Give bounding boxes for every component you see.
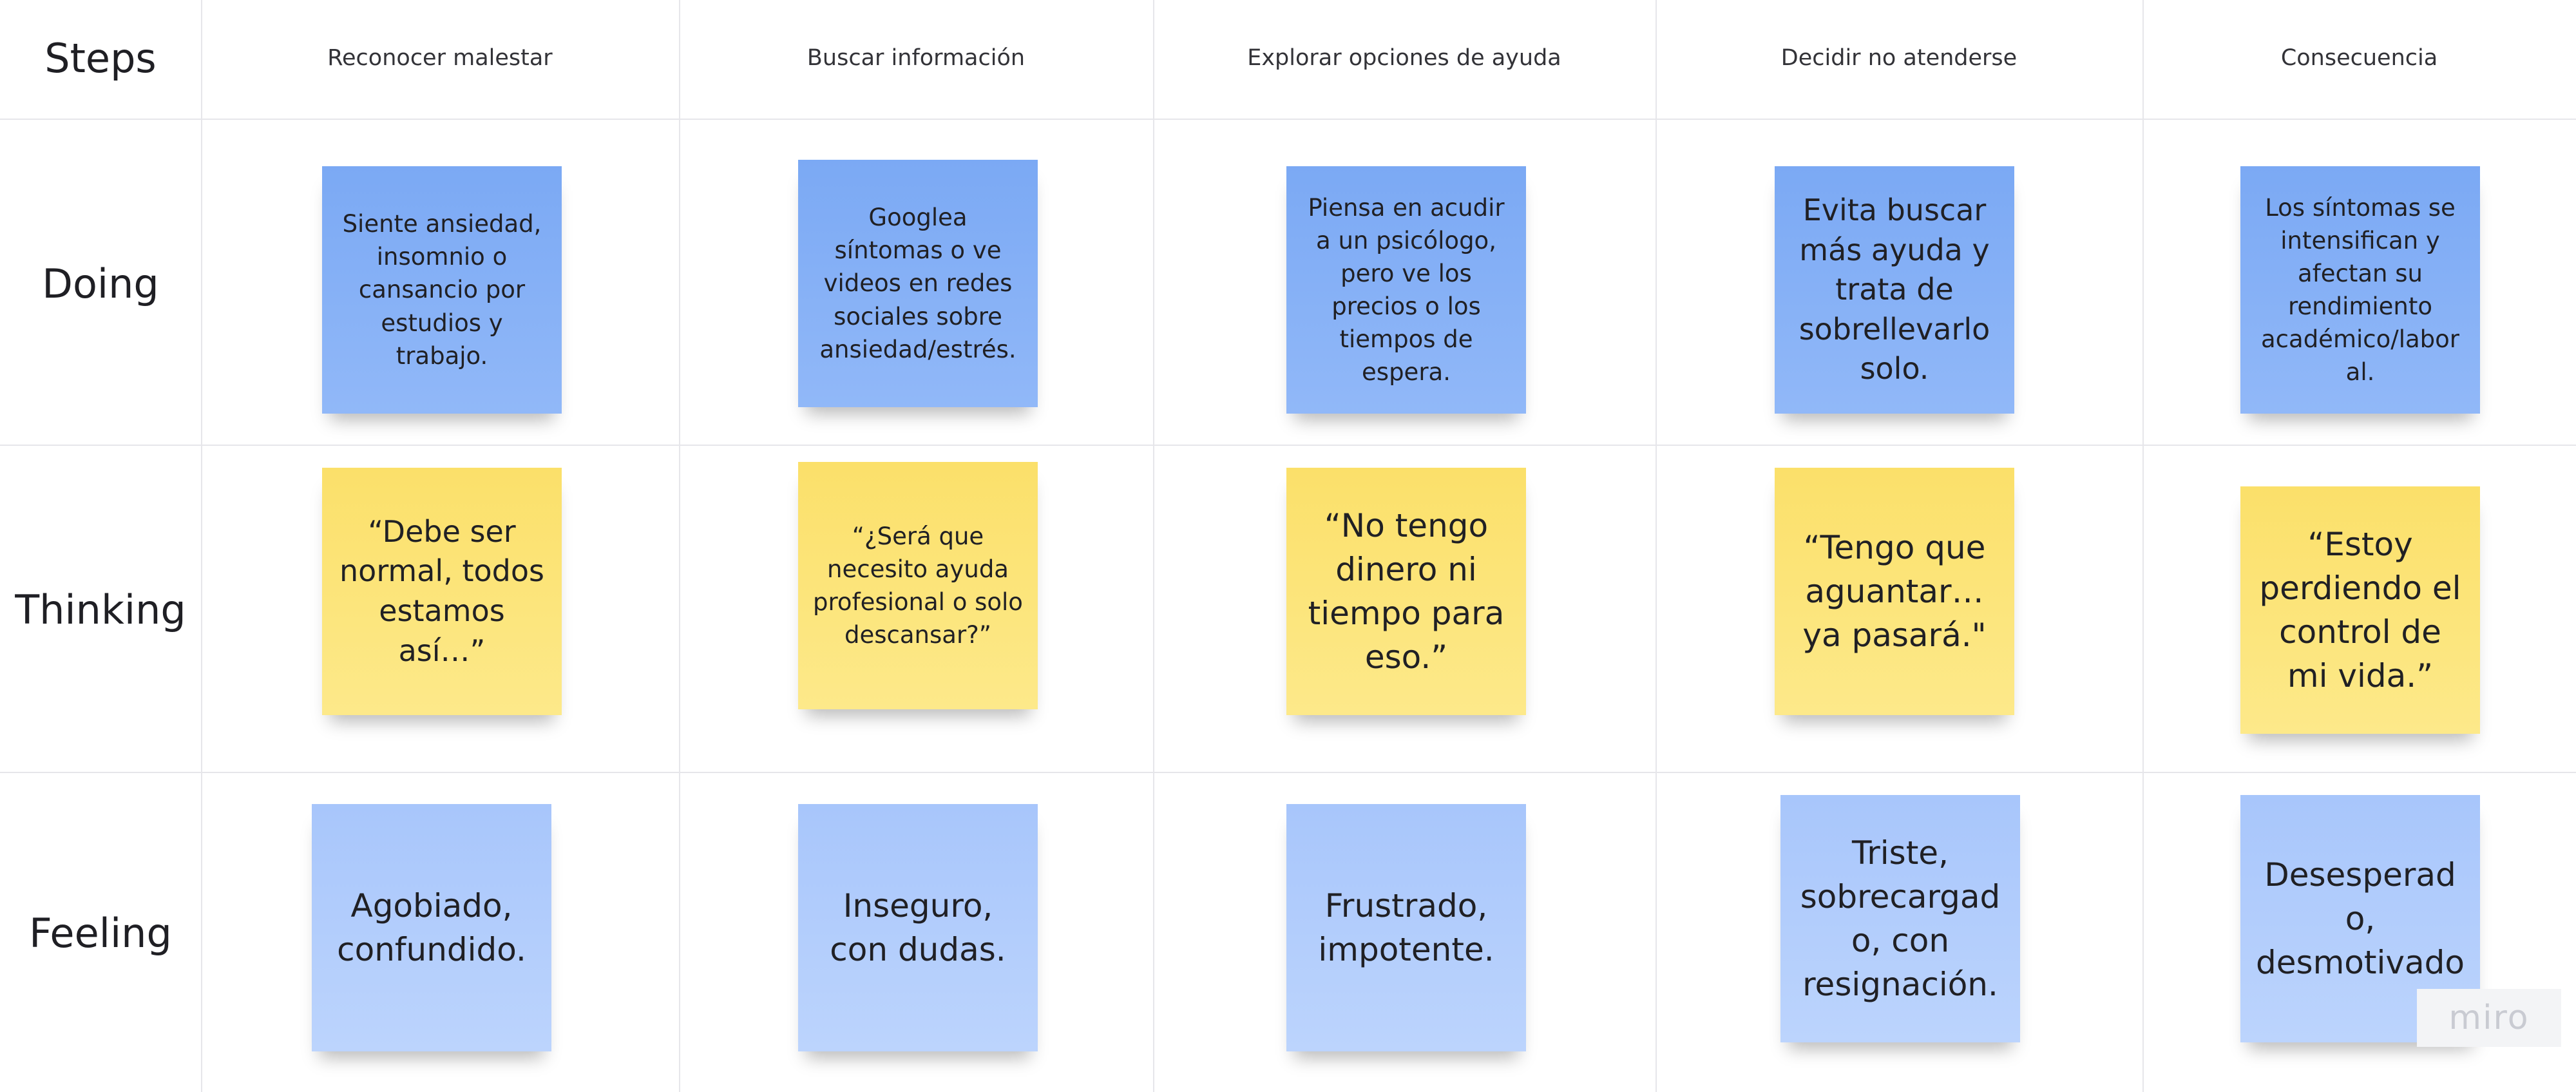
sticky-note-text: Evita buscar más ayuda y trata de sobrel… [1798,192,1990,387]
sticky-note-thinking[interactable]: “¿Será que necesito ayuda profesional o … [798,462,1038,709]
column-divider [2142,0,2144,1092]
sticky-note-feeling[interactable]: Agobiado, confundido. [312,804,551,1051]
sticky-note-doing[interactable]: Piensa en acudir a un psicólogo, pero ve… [1286,166,1526,414]
row-divider [0,445,2576,446]
sticky-note-text: Piensa en acudir a un psicólogo, pero ve… [1308,193,1505,387]
sticky-note-text: Frustrado, impotente. [1318,887,1494,968]
sticky-note-text: Triste, sobrecargado, con resignación. [1800,834,2001,1003]
sticky-note-text: Agobiado, confundido. [337,887,526,968]
column-divider [1153,0,1154,1092]
sticky-note-text: “Tengo que aguantar… ya pasará." [1802,529,1987,654]
sticky-note-feeling[interactable]: Frustrado, impotente. [1286,804,1526,1051]
sticky-note-thinking[interactable]: “Estoy perdiendo el control de mi vida.” [2240,486,2480,734]
step-header: Explorar opciones de ayuda [1247,45,1561,71]
sticky-note-text: Desesperado, desmotivado [2256,856,2465,981]
column-divider [1655,0,1657,1092]
sticky-note-feeling[interactable]: Desesperado, desmotivado [2240,795,2480,1042]
sticky-note-feeling[interactable]: Inseguro, con dudas. [798,804,1038,1051]
sticky-note-thinking[interactable]: “No tengo dinero ni tiempo para eso.” [1286,468,1526,715]
row-label-feeling: Feeling [29,910,172,957]
step-header: Reconocer malestar [327,45,553,71]
sticky-note-doing[interactable]: Evita buscar más ayuda y trata de sobrel… [1775,166,2014,414]
step-header: Buscar información [806,45,1026,71]
column-divider [201,0,202,1092]
sticky-note-doing[interactable]: Los síntomas se intensifican y afectan s… [2240,166,2480,414]
row-divider [0,772,2576,773]
sticky-note-doing[interactable]: Siente ansiedad, insomnio o cansancio po… [322,166,562,414]
row-label-thinking: Thinking [15,586,186,633]
sticky-note-text: Inseguro, con dudas. [830,887,1006,968]
sticky-note-thinking[interactable]: “Debe ser normal, todos estamos así…” [322,468,562,715]
row-divider [0,119,2576,120]
sticky-note-doing[interactable]: Googlea síntomas o ve videos en redes so… [798,160,1038,407]
sticky-note-text: Googlea síntomas o ve videos en redes so… [819,204,1016,363]
column-divider [679,0,680,1092]
row-label-steps: Steps [44,35,157,82]
row-label-doing: Doing [42,260,159,307]
sticky-note-text: “¿Será que necesito ayuda profesional o … [813,522,1023,649]
sticky-note-text: “No tengo dinero ni tiempo para eso.” [1308,507,1505,676]
miro-watermark-logo: miro [2417,989,2561,1047]
step-header: Decidir no atenderse [1780,45,2018,71]
sticky-note-text: “Debe ser normal, todos estamos así…” [339,513,544,668]
sticky-note-text: “Estoy perdiendo el control de mi vida.” [2259,526,2461,694]
sticky-note-text: Siente ansiedad, insomnio o cansancio po… [342,210,542,370]
sticky-note-thinking[interactable]: “Tengo que aguantar… ya pasará." [1775,468,2014,715]
sticky-note-text: Los síntomas se intensifican y afectan s… [2261,193,2459,387]
sticky-note-feeling[interactable]: Triste, sobrecargado, con resignación. [1780,795,2020,1042]
step-header: Consecuencia [2280,45,2438,71]
